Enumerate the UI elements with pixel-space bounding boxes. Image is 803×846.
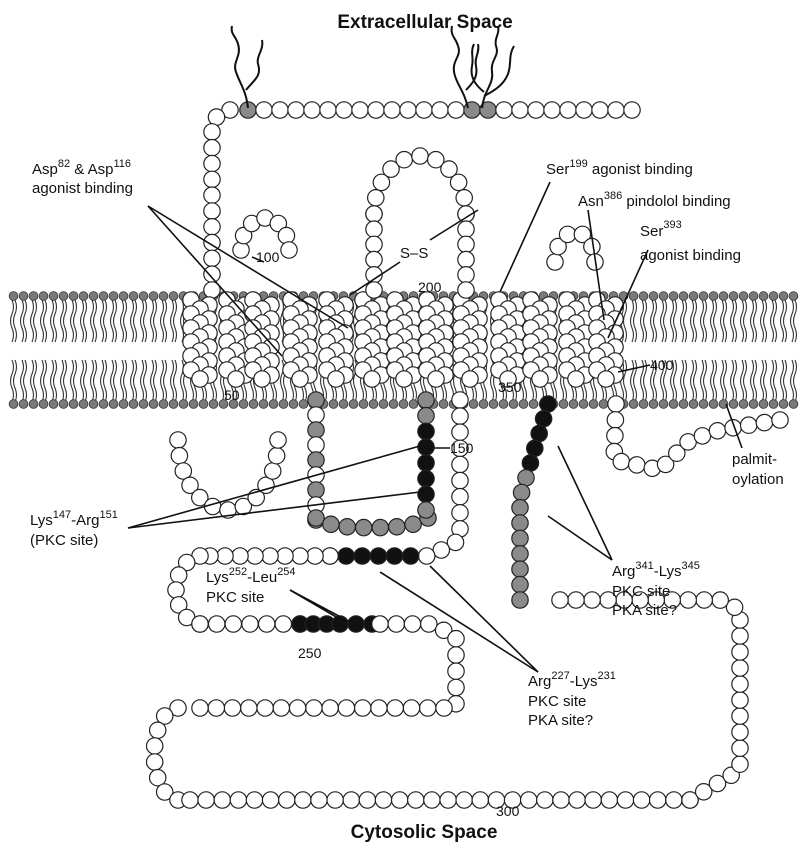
cytosolic-space-title: Cytosolic Space bbox=[351, 822, 498, 843]
asp-annotation: Asp82 & Asp116 agonist binding bbox=[32, 158, 133, 197]
extracellular-space-title: Extracellular Space bbox=[337, 12, 512, 33]
svg-text:Asp82 & Asp116: Asp82 & Asp116 bbox=[32, 158, 131, 178]
residue-number-100: 100 bbox=[256, 249, 280, 265]
svg-text:oylation: oylation bbox=[732, 471, 784, 488]
svg-text:Asn386 pindolol binding: Asn386 pindolol binding bbox=[578, 190, 731, 210]
residue-number-300: 300 bbox=[496, 803, 520, 819]
svg-text:palmit-: palmit- bbox=[732, 451, 777, 468]
residue-number-200: 200 bbox=[418, 279, 442, 295]
svg-text:Lys147-Arg151: Lys147-Arg151 bbox=[30, 509, 118, 529]
ser393-annotation: Ser393 agonist binding bbox=[640, 219, 741, 264]
residue-number-150: 150 bbox=[450, 440, 474, 456]
svg-text:PKC site: PKC site bbox=[528, 693, 586, 710]
lys147-annotation: Lys147-Arg151 (PKC site) bbox=[30, 509, 118, 549]
arg341-annotation: Arg341-Lys345 PKC site PKA site? bbox=[612, 560, 700, 619]
svg-text:PKC site: PKC site bbox=[206, 589, 264, 606]
svg-text:(PKC site): (PKC site) bbox=[30, 532, 98, 549]
arg227-annotation: Arg227-Lys231 PKC site PKA site? bbox=[528, 670, 616, 729]
disulfide-label: S–S bbox=[400, 245, 428, 262]
svg-text:agonist binding: agonist binding bbox=[32, 180, 133, 197]
residue-number-50: 50 bbox=[224, 387, 240, 403]
svg-text:Ser393: Ser393 bbox=[640, 219, 682, 240]
residue-number-350: 350 bbox=[498, 379, 522, 395]
svg-text:Arg341-Lys345: Arg341-Lys345 bbox=[612, 560, 700, 580]
svg-text:Arg227-Lys231: Arg227-Lys231 bbox=[528, 670, 616, 690]
residue-number-400: 400 bbox=[650, 357, 674, 373]
asn386-annotation: Asn386 pindolol binding bbox=[578, 190, 731, 210]
residue-number-250: 250 bbox=[298, 645, 322, 661]
svg-text:Lys252-Leu254: Lys252-Leu254 bbox=[206, 566, 296, 586]
palmitoylation-annotation: palmit- oylation bbox=[732, 451, 784, 488]
lys252-annotation: Lys252-Leu254 PKC site bbox=[206, 566, 296, 606]
ser199-annotation: Ser199 agonist binding bbox=[546, 158, 693, 178]
svg-text:PKC site: PKC site bbox=[612, 583, 670, 600]
svg-text:Ser199 agonist binding: Ser199 agonist binding bbox=[546, 158, 693, 178]
glycosylation-trees bbox=[232, 26, 514, 108]
svg-text:agonist binding: agonist binding bbox=[640, 247, 741, 264]
svg-text:PKA site?: PKA site? bbox=[612, 602, 677, 619]
svg-text:PKA site?: PKA site? bbox=[528, 712, 593, 729]
